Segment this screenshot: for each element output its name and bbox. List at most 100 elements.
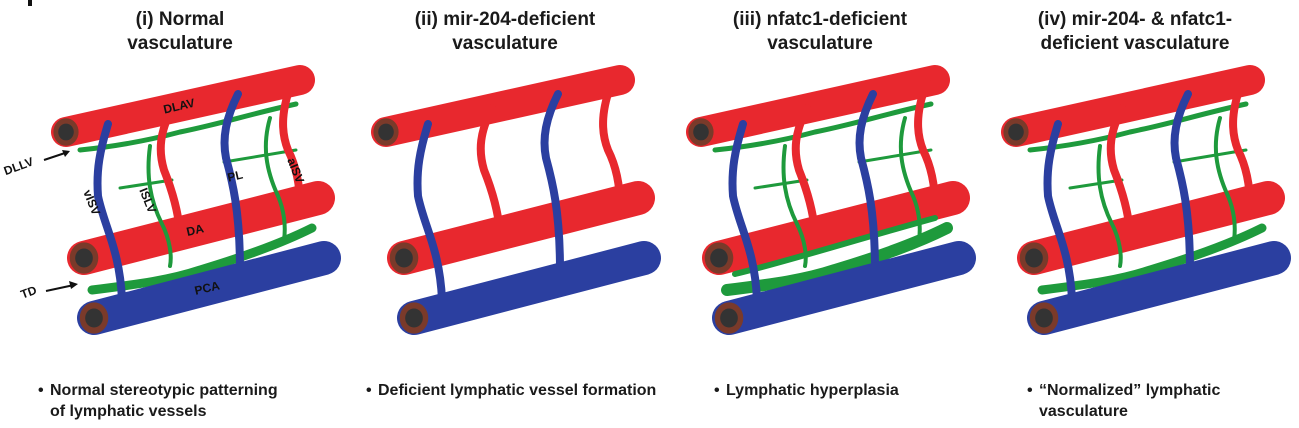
visv-vessel-left bbox=[413, 120, 446, 304]
pca-vessel bbox=[712, 241, 976, 335]
panel-ii-caption: •Deficient lymphatic vessel formation bbox=[366, 382, 657, 399]
pca-vessel-lumen bbox=[85, 308, 103, 328]
pca-vessel-body bbox=[77, 241, 341, 335]
panel-iii-caption: •Lymphatic hyperplasia bbox=[714, 382, 899, 399]
islv-label: ISLV bbox=[136, 186, 159, 215]
da-vessel-lumen bbox=[395, 248, 413, 268]
aisv-vessel-right bbox=[599, 78, 624, 210]
panel-ii-title-line2: vasculature bbox=[452, 33, 558, 54]
pca-vessel-lumen bbox=[405, 308, 423, 328]
islv-lymphatic-right bbox=[898, 116, 922, 242]
panel-ii-caption-line1: Deficient lymphatic vessel formation bbox=[378, 382, 657, 399]
da-vessel-lumen bbox=[710, 248, 728, 268]
da-vessel bbox=[702, 181, 970, 275]
panel-ii-title-line1: (ii) mir-204-deficient bbox=[414, 9, 596, 30]
panel-i-title-line1: (i) Normal bbox=[135, 9, 225, 30]
pl-lymphatic-right bbox=[1172, 148, 1248, 164]
dlav-vessel-body bbox=[1001, 65, 1265, 147]
panel-i-title-line2: vasculature bbox=[127, 33, 233, 54]
aisv-vessel-left bbox=[156, 104, 184, 236]
aisv-vessel-right bbox=[1229, 78, 1254, 210]
visv-vessel-right bbox=[1170, 90, 1194, 274]
panel-iv-caption-line2: vasculature bbox=[1039, 403, 1128, 420]
aisv-label: aISV bbox=[284, 156, 307, 185]
td-lymphatic bbox=[1037, 223, 1267, 295]
dlav-vessel-body bbox=[686, 65, 950, 147]
panel-i-caption-line2: of lymphatic vessels bbox=[50, 403, 207, 420]
panel-ii-diagram bbox=[371, 65, 661, 335]
dllv-arrowhead-icon bbox=[62, 150, 70, 157]
dlav-vessel bbox=[371, 65, 635, 147]
pl-label: PL bbox=[226, 168, 244, 185]
dlav-vessel-lumen bbox=[1008, 123, 1024, 141]
pl-lymphatic-left bbox=[753, 178, 809, 190]
da-vessel-lumen bbox=[75, 248, 93, 268]
panel-ii-title: (ii) mir-204-deficient vasculature bbox=[355, 8, 655, 56]
pca-vessel bbox=[397, 241, 661, 335]
dllv-lymphatic bbox=[1027, 101, 1249, 153]
td-lymphatic bbox=[721, 222, 953, 296]
panel-iii-title: (iii) nfatc1-deficient vasculature bbox=[670, 8, 970, 56]
dllv-lymphatic bbox=[712, 101, 934, 153]
aisv-vessel-left bbox=[791, 104, 819, 236]
dllv-label: DLLV bbox=[2, 154, 35, 178]
aisv-vessel-left bbox=[476, 104, 504, 236]
pca-vessel-body bbox=[1027, 241, 1291, 335]
da-vessel-body bbox=[67, 181, 335, 275]
dlav-vessel-body bbox=[371, 65, 635, 147]
dlav-vessel-lumen bbox=[693, 123, 709, 141]
panel-i-title: (i) Normal vasculature bbox=[30, 8, 330, 56]
islv-lymphatic-right bbox=[263, 116, 287, 242]
td-lymphatic bbox=[87, 223, 317, 295]
pca-label: PCA bbox=[193, 278, 221, 297]
da-vessel bbox=[387, 181, 655, 275]
islv-lymphatic-left bbox=[146, 144, 173, 268]
da-vessel-body bbox=[1017, 181, 1285, 275]
da-label: DA bbox=[185, 221, 205, 239]
panel-i-caption-line1: Normal stereotypic patterning bbox=[50, 382, 278, 399]
dlav-vessel-lumen bbox=[378, 123, 394, 141]
td-label: TD bbox=[19, 283, 39, 302]
islv-lymphatic-right bbox=[1213, 116, 1237, 242]
da-vessel-lumen bbox=[1025, 248, 1043, 268]
visv-vessel-right bbox=[540, 90, 564, 274]
islv-lymphatic-left bbox=[1096, 144, 1123, 268]
panel-iv-caption: •“Normalized” lymphatic vasculature bbox=[1027, 382, 1221, 420]
da-vessel bbox=[1017, 181, 1285, 275]
da-vessel bbox=[67, 181, 335, 275]
da-vessel-body bbox=[387, 181, 655, 275]
panel-iii-diagram bbox=[686, 65, 976, 335]
pca-vessel-lumen bbox=[1035, 308, 1053, 328]
panel-iv-caption-line1: “Normalized” lymphatic bbox=[1039, 382, 1221, 399]
td-arrow-icon bbox=[45, 284, 75, 292]
panel-iv-title-line2: deficient vasculature bbox=[1040, 33, 1230, 54]
aisv-vessel-right bbox=[279, 78, 304, 210]
panel-letter-fragment bbox=[28, 0, 32, 6]
visv-vessel-left bbox=[1043, 120, 1076, 304]
visv-vessel-left bbox=[93, 120, 126, 304]
panel-iv-title: (iv) mir-204- & nfatc1- deficient vascul… bbox=[985, 8, 1285, 56]
pca-vessel-body bbox=[397, 241, 661, 335]
visv-vessel-right bbox=[855, 90, 879, 274]
da-vessel-body bbox=[702, 181, 970, 275]
pl-lymphatic-right bbox=[857, 148, 933, 164]
pl-lymphatic-right bbox=[222, 148, 298, 164]
visv-vessel-right bbox=[220, 90, 244, 274]
pl-lymphatic-left bbox=[1068, 178, 1124, 190]
islv-lymphatic-left bbox=[781, 144, 808, 268]
dllv-lymphatic bbox=[77, 101, 299, 153]
pca-vessel bbox=[1027, 241, 1291, 335]
td-arrowhead-icon bbox=[69, 281, 78, 289]
aisv-vessel-right bbox=[914, 78, 939, 210]
pl-lymphatic-left bbox=[118, 178, 174, 190]
panel-i-caption: •Normal stereotypic patterning of lympha… bbox=[38, 382, 278, 420]
panel-iv-diagram bbox=[1001, 65, 1291, 335]
dlav-label: DLAV bbox=[162, 96, 196, 117]
pca-vessel-body bbox=[712, 241, 976, 335]
panel-iii-title-line2: vasculature bbox=[767, 33, 873, 54]
panel-iii-title-line1: (iii) nfatc1-deficient bbox=[732, 9, 908, 30]
panel-iv-title-line1: (iv) mir-204- & nfatc1- bbox=[1037, 9, 1233, 30]
pca-vessel-lumen bbox=[720, 308, 738, 328]
